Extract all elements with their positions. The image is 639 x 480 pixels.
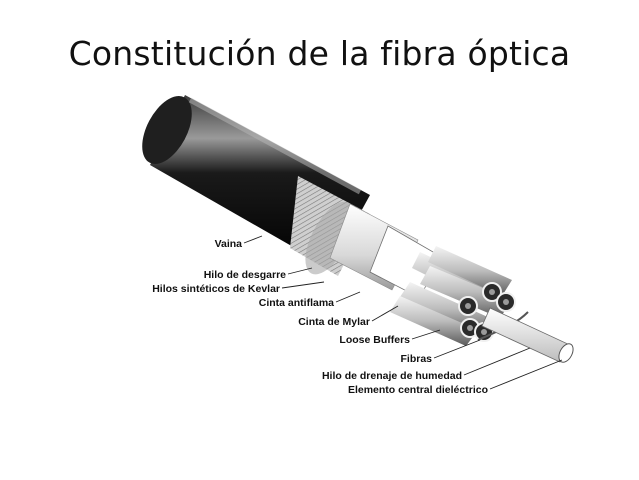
label-hilos-kevlar: Hilos sintéticos de Kevlar [152, 283, 280, 295]
leader-lines [243, 235, 563, 390]
label-hilo-desgarre: Hilo de desgarre [204, 269, 286, 281]
label-vaina: Vaina [215, 238, 243, 250]
label-loose-buffers: Loose Buffers [339, 334, 410, 346]
central-dielectric [481, 307, 574, 363]
loose-buffers [390, 246, 516, 346]
label-elemento-central: Elemento central dieléctrico [348, 384, 488, 396]
slide-title: Constitución de la fibra óptica [68, 34, 571, 73]
label-fibras: Fibras [400, 353, 432, 365]
label-cinta-antiflama: Cinta antiflama [259, 297, 334, 309]
label-cinta-mylar: Cinta de Mylar [298, 316, 370, 328]
label-hilo-drenaje: Hilo de drenaje de humedad [322, 370, 462, 382]
